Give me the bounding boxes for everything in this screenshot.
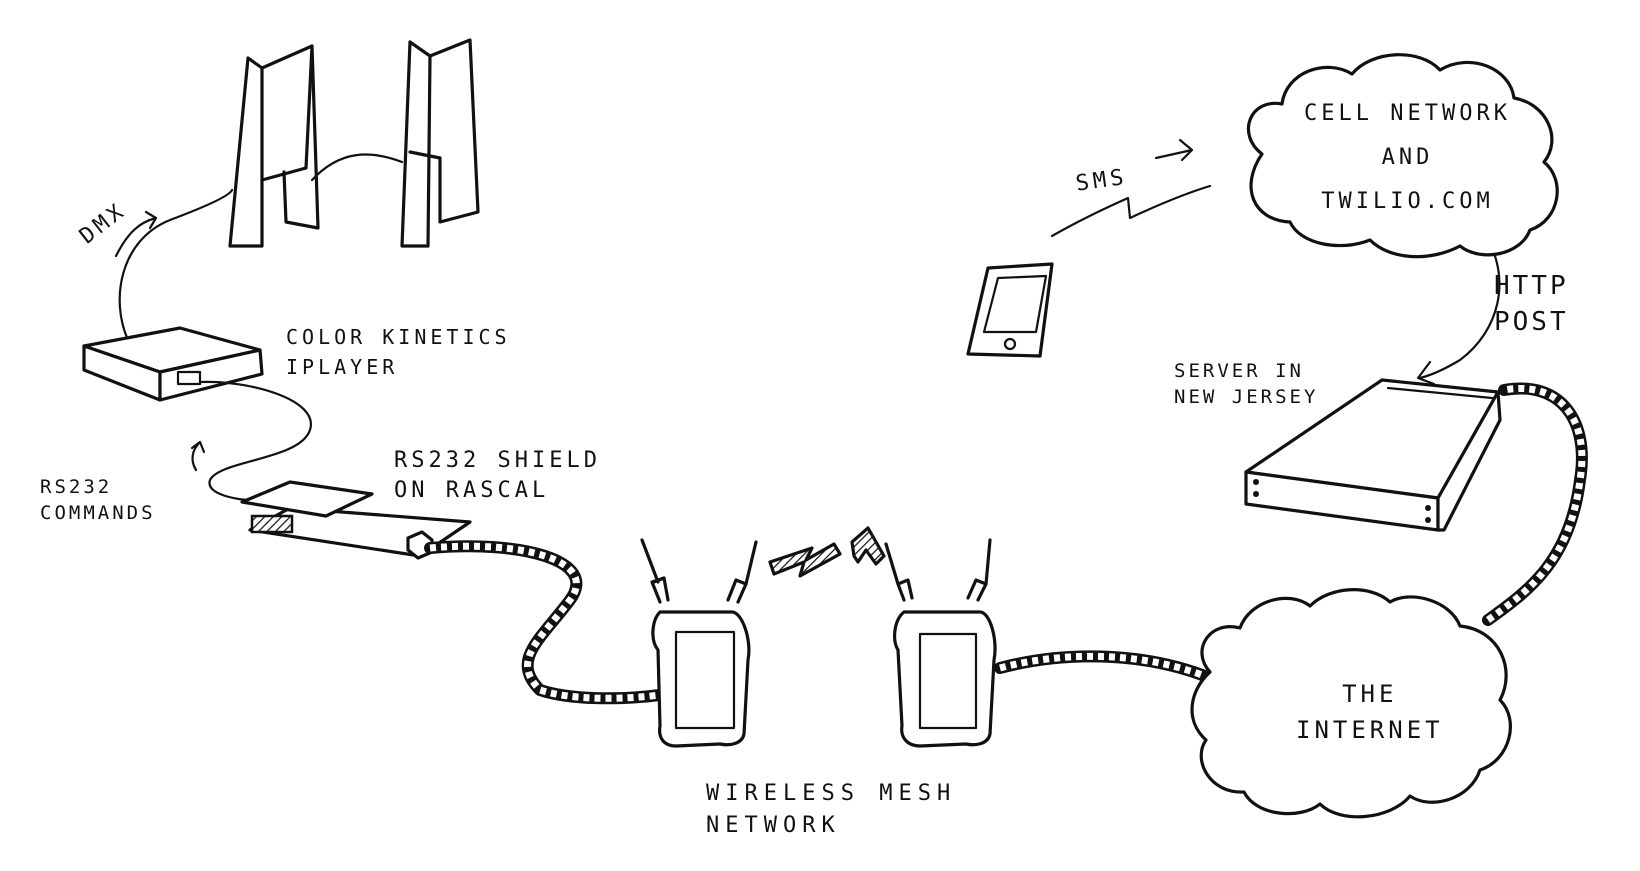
phone-device — [966, 262, 1054, 358]
label-cell-network: CELL NETWORK AND TWILIO.COM — [1304, 101, 1511, 214]
router-right — [884, 538, 997, 748]
dmx-arrow — [114, 210, 158, 258]
rascal-board — [240, 480, 472, 560]
rs232-arrow — [190, 440, 206, 472]
connector-wire-sculptures — [310, 153, 404, 182]
label-rs232-commands: RS232 COMMANDS — [40, 476, 156, 524]
iplayer-device — [82, 326, 264, 402]
label-server: SERVER IN NEW JERSEY — [1174, 360, 1319, 408]
server-device — [1244, 378, 1502, 532]
label-http-post: HTTP POST — [1494, 271, 1569, 337]
label-wireless-mesh: WIRELESS MESH NETWORK — [706, 781, 957, 838]
internet-cloud — [1190, 588, 1512, 819]
label-internet: THE INTERNET — [1296, 680, 1444, 744]
dmx-wire — [118, 188, 234, 342]
label-rs232-shield: RS232 SHIELD ON RASCAL — [394, 448, 601, 503]
cell-network-cloud — [1246, 53, 1559, 259]
ethernet-cable-server — [1482, 382, 1588, 626]
ethernet-cable-rascal — [424, 540, 666, 705]
rs232-cable — [198, 380, 313, 502]
router-left — [640, 538, 758, 748]
sms-signal — [1050, 184, 1212, 238]
label-iplayer: COLOR KINETICS IPLAYER — [286, 325, 511, 379]
sms-arrow — [1154, 138, 1194, 162]
wireless-signal — [768, 526, 886, 578]
ethernet-cable-internet — [994, 650, 1216, 684]
sculpture-lights — [228, 38, 480, 248]
http-post-arrow — [1416, 238, 1501, 386]
